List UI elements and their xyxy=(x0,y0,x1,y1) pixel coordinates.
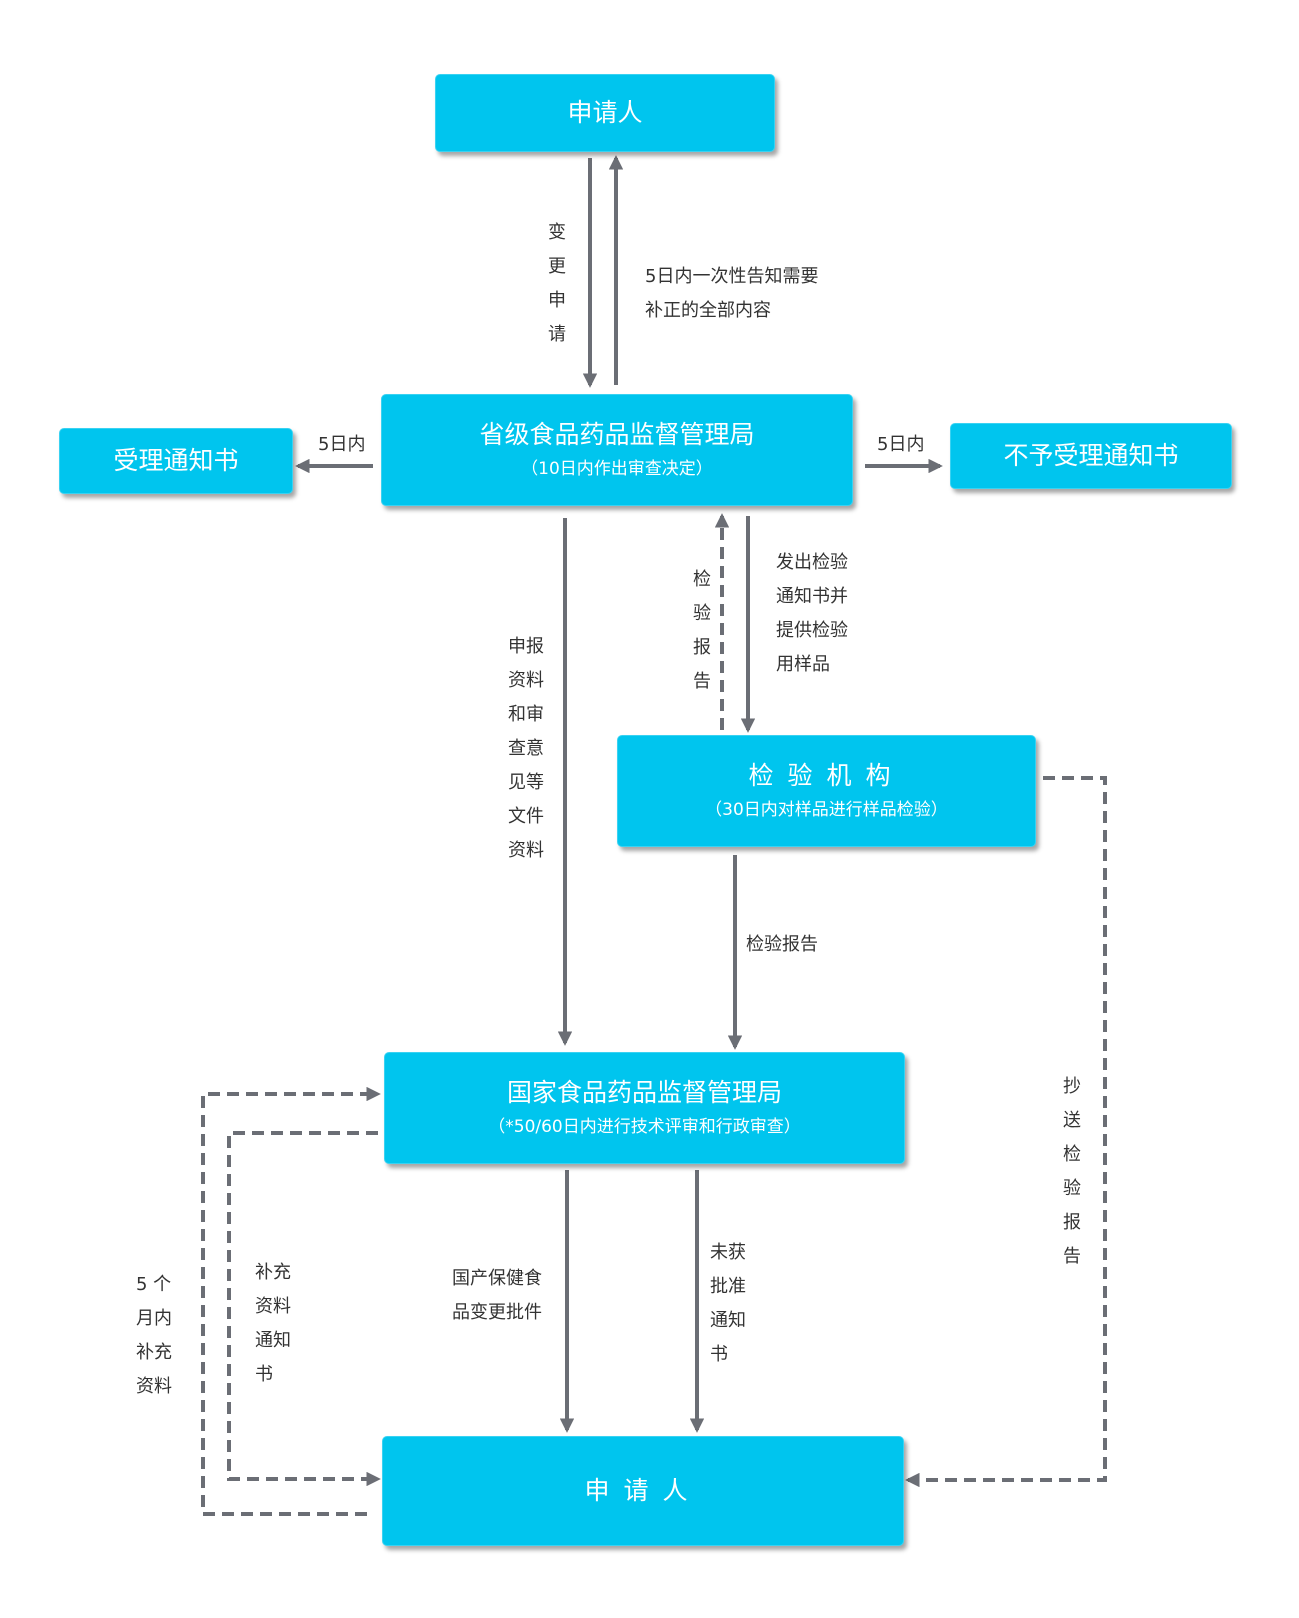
label-correction: 5日内一次性告知需要补正的全部内容 xyxy=(645,266,819,321)
node-provincial-fda: 省级食品药品监督管理局 （10日内作出审查决定） xyxy=(381,394,853,506)
label-supplement-notice: 补充资料通知书 xyxy=(255,1262,291,1385)
edge-copy-report xyxy=(905,776,1107,1488)
inspection-subtitle: （30日内对样品进行样品检验） xyxy=(705,800,948,820)
provincial-subtitle: （10日内作出审查决定） xyxy=(521,459,713,479)
edge-supplement-5m xyxy=(201,1086,381,1516)
label-report-back: 检验报告 xyxy=(693,569,711,692)
node-applicant-bottom: 申请人 xyxy=(382,1436,904,1546)
label-approval: 国产保健食品变更批件 xyxy=(452,1268,542,1323)
label-to-reject: 5日内 xyxy=(877,434,925,455)
node-national-fda: 国家食品药品监督管理局 （*50/60日内进行技术评审和行政审查） xyxy=(384,1052,905,1164)
node-applicant-top: 申请人 xyxy=(435,74,775,152)
label-change-request: 变更申请 xyxy=(548,222,566,345)
label-copy-report: 抄送检验报告 xyxy=(1063,1076,1081,1267)
node-reject-notice: 不予受理通知书 xyxy=(950,423,1232,489)
national-subtitle: （*50/60日内进行技术评审和行政审查） xyxy=(488,1117,801,1137)
label-not-approved: 未获批准通知书 xyxy=(710,1242,746,1365)
national-title: 国家食品药品监督管理局 xyxy=(506,1078,782,1107)
label-issue-notice: 发出检验通知书并提供检验用样品 xyxy=(776,552,848,675)
inspection-title: 检验机构 xyxy=(748,761,905,790)
reject-notice-title: 不予受理通知书 xyxy=(1003,441,1179,470)
edge-supplement-notice xyxy=(227,1131,381,1487)
node-accept-notice: 受理通知书 xyxy=(59,428,293,494)
label-supplement-5m: 5 个月内补充资料 xyxy=(136,1274,172,1397)
applicant-top-title: 申请人 xyxy=(567,98,643,127)
label-to-accept: 5日内 xyxy=(318,434,366,455)
provincial-title: 省级食品药品监督管理局 xyxy=(479,420,755,449)
applicant-bottom-title: 申请人 xyxy=(584,1476,702,1505)
accept-notice-title: 受理通知书 xyxy=(113,446,239,475)
label-inspection-report: 检验报告 xyxy=(746,934,818,955)
node-inspection-agency: 检验机构 （30日内对样品进行样品检验） xyxy=(617,735,1036,847)
label-submit-docs: 申报资料和审查意见等文件资料 xyxy=(508,636,544,861)
